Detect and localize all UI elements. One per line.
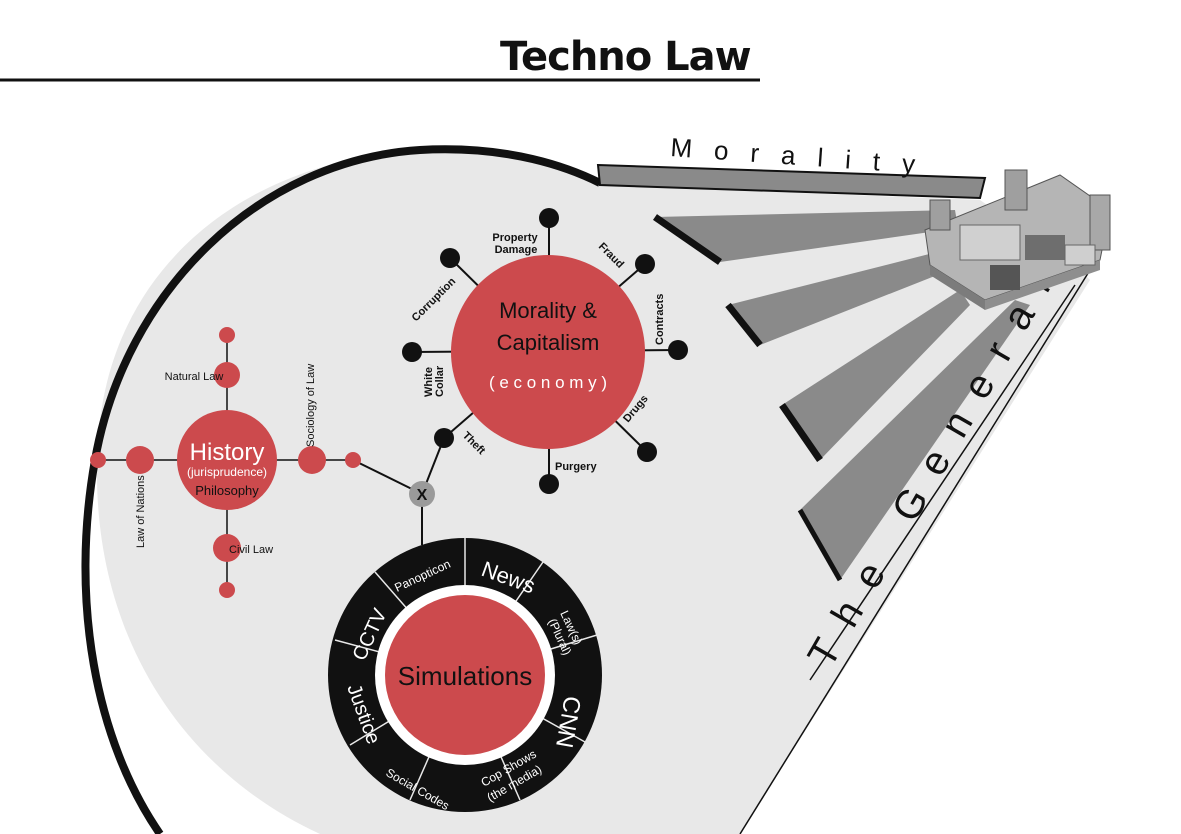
prison-fortress-image xyxy=(924,169,1111,310)
civil-law-label: Civil Law xyxy=(229,544,273,556)
civil-law-node xyxy=(213,534,241,562)
bubble-outline xyxy=(81,145,602,834)
white-collar-label-1: White xyxy=(423,367,435,397)
history-node xyxy=(177,410,277,510)
purgery-dot xyxy=(539,474,559,494)
junction-label: X xyxy=(417,487,428,504)
purgery-label: Purgery xyxy=(555,461,597,473)
property-label-1: Property xyxy=(492,232,538,244)
economy-cluster: Morality & Capitalism ( e c o n o m y ) … xyxy=(402,208,688,495)
property-label-2: Damage xyxy=(495,244,538,256)
fraud-dot xyxy=(635,254,655,274)
law-of-nations-label: Law of Nations xyxy=(135,475,147,548)
contracts-dot xyxy=(668,340,688,360)
node-dot xyxy=(219,582,235,598)
junction-node xyxy=(409,481,435,507)
property-damage-dot xyxy=(539,208,559,228)
corruption-dot xyxy=(440,248,460,268)
sociology-of-law-label: Sociology of Law xyxy=(305,364,317,447)
law-of-nations-node xyxy=(126,446,154,474)
economy-line1: Morality & xyxy=(499,298,597,323)
history-cluster: History (jurisprudence) Philosophy Natur… xyxy=(90,327,423,598)
simulations-node xyxy=(385,595,545,755)
white-collar-label-2: Collar xyxy=(434,365,446,397)
page-title: Techno Law xyxy=(500,34,752,80)
history-title: History xyxy=(190,439,265,466)
node-dot xyxy=(90,452,106,468)
natural-law-node xyxy=(214,362,240,388)
history-subtitle: (jurisprudence) xyxy=(187,465,267,479)
white-collar-dot xyxy=(402,342,422,362)
drugs-dot xyxy=(637,442,657,462)
theft-dot xyxy=(434,428,454,448)
node-dot xyxy=(219,327,235,343)
sociology-of-law-node xyxy=(298,446,326,474)
beams xyxy=(596,163,1091,834)
contracts-label: Contracts xyxy=(654,294,666,345)
simulations-label: Simulations xyxy=(398,661,532,691)
morality-capitalism-node xyxy=(451,255,645,449)
economy-line3: ( e c o n o m y ) xyxy=(489,373,607,392)
natural-law-label: Natural Law xyxy=(165,371,224,383)
history-philosophy: Philosophy xyxy=(195,483,259,498)
economy-line2: Capitalism xyxy=(497,330,600,355)
node-dot xyxy=(345,452,361,468)
simulations-ring: Simulations Panopticon News Law(s) (Plur… xyxy=(328,538,602,813)
